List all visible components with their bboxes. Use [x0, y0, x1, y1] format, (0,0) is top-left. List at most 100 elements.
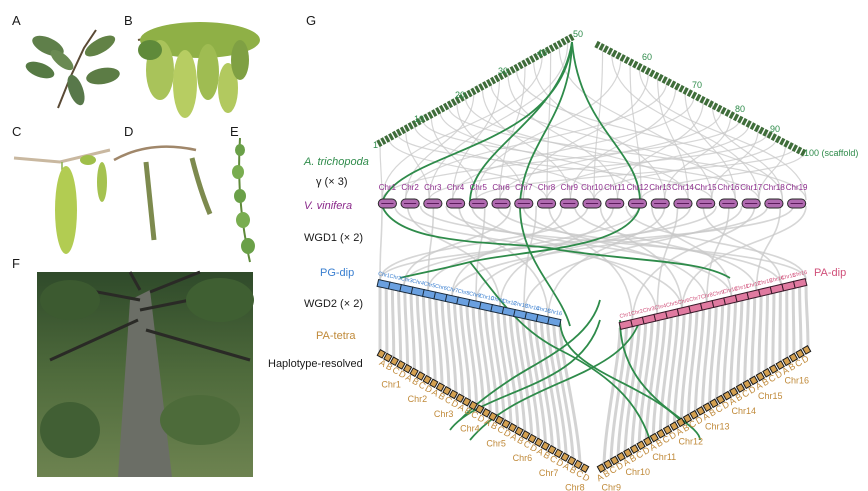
scaffold-block: [684, 90, 687, 92]
scaffold-block: [496, 78, 499, 80]
pg-dip-chromosome: [548, 317, 561, 326]
pa-tetra-right-chromosome-label: Chr12: [678, 437, 703, 447]
scaffold-block: [714, 106, 717, 108]
synteny-link: [411, 291, 414, 375]
scaffold-block: [566, 39, 569, 41]
synteny-link: [766, 293, 768, 376]
pa-dip-chromosome: [619, 320, 632, 330]
scaffold-block: [441, 108, 444, 110]
vitis-chromosome-label: Chr5: [470, 183, 488, 192]
scaffold-tick: 1: [373, 140, 378, 150]
synteny-link: [660, 316, 671, 436]
synteny-link: [759, 295, 761, 380]
scaffold-block: [667, 81, 670, 83]
scaffold-block: [777, 139, 780, 141]
scaffold-block: [768, 134, 771, 136]
haplotype-resolved-label: Haplotype-resolved: [268, 358, 363, 370]
synteny-link: [417, 292, 421, 378]
scaffold-block: [756, 128, 759, 130]
synteny-link: [738, 299, 742, 392]
pa-tetra-left-chromosome-label: Chr4: [460, 424, 480, 434]
scaffold-block: [785, 143, 788, 145]
scaffold-block: [492, 80, 495, 82]
scaffold-block: [798, 150, 801, 152]
pa-tetra-label: PA-tetra: [316, 330, 356, 342]
panel-label-g: G: [306, 13, 316, 28]
scaffold-block: [693, 95, 696, 97]
synteny-link: [430, 295, 436, 386]
scaffold-block: [600, 46, 603, 48]
scaffold-block: [558, 43, 561, 45]
scaffold-block: [550, 47, 553, 49]
flowering-branch-photo: [138, 22, 260, 118]
scaffold-block: [527, 60, 530, 62]
synteny-link: [380, 206, 382, 280]
synteny-link: [560, 324, 580, 468]
synteny-link: [386, 285, 387, 359]
scaffold-block: [394, 134, 397, 136]
vitis-chromosome-label: Chr17: [740, 183, 762, 192]
pa-dip-chromosome: [747, 290, 760, 300]
scaffold-block: [638, 66, 641, 68]
pg-dip-label: PG-dip: [320, 267, 354, 279]
pg-dip-chromosome-label: Chr16: [547, 308, 563, 317]
pa-dip-chromosome: [701, 301, 714, 311]
scaffold-block: [425, 117, 428, 119]
scaffold-block: [663, 79, 666, 81]
pa-tetra-right-chromosome-label: Chr15: [758, 391, 783, 401]
pa-tetra-right-chromosome-label: Chr16: [784, 376, 809, 386]
synteny-link: [731, 301, 736, 396]
synteny-link: [703, 206, 781, 286]
synteny-link: [500, 65, 525, 200]
scaffold-block: [760, 130, 763, 132]
scaffold-block: [793, 147, 796, 149]
scaffold-block: [596, 44, 599, 46]
species-vitis: V. vinifera: [304, 200, 352, 212]
scaffold-tick: 30: [498, 66, 508, 76]
compound-leaf-photo: [24, 30, 122, 108]
scaffold-block: [730, 114, 733, 116]
pa-tetra-right-chromosome-label: Chr13: [705, 421, 730, 431]
scaffold-block: [398, 132, 401, 134]
scaffold-block: [562, 41, 565, 43]
vitis-chromosome-label: Chr8: [538, 183, 556, 192]
synteny-link: [745, 298, 749, 388]
scaffold-block: [613, 53, 616, 55]
panel-label-c: C: [12, 124, 21, 139]
scaffold-block: [701, 99, 704, 101]
synteny-link: [612, 53, 759, 200]
pa-tetra-left-chromosome-label: Chr3: [434, 409, 454, 419]
scaffold-block: [764, 132, 767, 134]
scaffold-block: [672, 84, 675, 86]
scaffold-tick: 50: [573, 29, 583, 39]
synteny-link: [793, 287, 794, 360]
scaffold-block: [480, 86, 483, 88]
scaffold-block: [751, 125, 754, 127]
scaffold-tick: 40: [537, 48, 547, 58]
vitis-chromosome-label: Chr3: [424, 183, 442, 192]
vitis-chromosome-label: Chr16: [718, 183, 740, 192]
synteny-link: [473, 305, 483, 414]
scaffold-block: [630, 62, 633, 64]
scaffold-tick: 90: [770, 124, 780, 134]
scaffold-block: [739, 119, 742, 121]
scaffold-tick: 70: [692, 80, 702, 90]
catkins-photo-d: [114, 147, 210, 240]
pa-dip-chromosome: [759, 287, 772, 297]
scaffold-block: [642, 68, 645, 70]
scaffold-block: [484, 84, 487, 86]
scaffold-block: [476, 88, 479, 90]
scaffold-block: [452, 101, 455, 103]
vitis-chromosome-label: Chr19: [786, 183, 808, 192]
scaffold-block: [646, 70, 649, 72]
pa-dip-chromosome: [642, 314, 655, 324]
scaffold-block: [511, 69, 514, 71]
synteny-link: [652, 206, 732, 298]
highlighted-synteny-link: [520, 42, 572, 202]
catkins-photo-c: [14, 150, 110, 254]
scaffold-block: [472, 91, 475, 93]
scaffold-block: [621, 57, 624, 59]
synteny-link: [800, 286, 801, 356]
scaffold-block: [772, 136, 775, 138]
